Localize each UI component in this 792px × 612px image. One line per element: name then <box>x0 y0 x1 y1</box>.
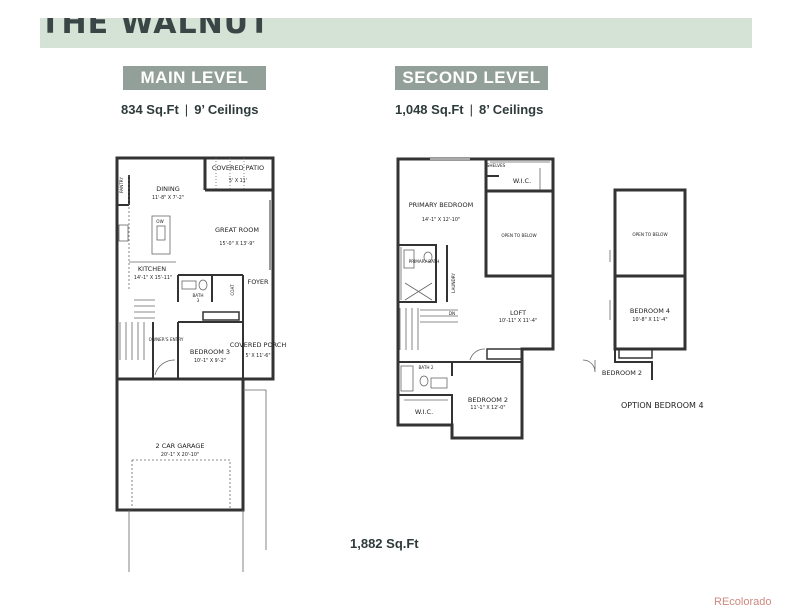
bath3-label: BATH <box>192 293 203 298</box>
laundry-label: LAUNDRY <box>451 273 456 293</box>
covered-patio-label: COVERED PATIO <box>212 164 264 172</box>
main-level-ceilings: 9’ Ceilings <box>194 102 259 117</box>
second-level-ceilings: 8’ Ceilings <box>479 102 544 117</box>
driveway <box>243 389 267 550</box>
stair-treads <box>119 322 145 360</box>
bedroom2-dim: 11'-1" X 12'-0" <box>470 405 505 411</box>
driveway <box>128 510 244 572</box>
main-level-labels: PANTRY DINING 11'-8" X 7'-2" COVERED PAT… <box>119 164 286 458</box>
dining-label: DINING <box>156 185 180 193</box>
toilet <box>419 375 429 387</box>
option-labels: OPEN TO BELOW BEDROOM 4 10'-8" X 11'-4" … <box>602 232 670 377</box>
closet <box>486 348 523 360</box>
bath3-number: 3 <box>197 298 200 303</box>
separator: | <box>184 102 189 117</box>
stair-treads <box>399 308 419 350</box>
patio-door <box>215 158 245 190</box>
loft-dim: 10'-11" X 11'-4" <box>499 318 537 324</box>
stair-treads <box>420 309 458 323</box>
vanity <box>403 249 415 269</box>
closet <box>202 311 240 321</box>
bedroom3-label: BEDROOM 3 <box>190 348 230 356</box>
covered-porch-label: COVERED PORCH <box>230 341 287 349</box>
option-closet <box>618 348 653 359</box>
coat-label: COAT <box>230 284 235 296</box>
kitchen-island <box>151 215 171 255</box>
primary-bath-wall <box>398 270 437 303</box>
option-bedroom2-ref: BEDROOM 2 <box>602 369 642 377</box>
total-sqft: 1,882 Sq.Ft <box>350 536 419 551</box>
title-band: THE WALNUT <box>40 18 752 48</box>
sink <box>156 225 166 241</box>
garage-walls <box>115 377 245 512</box>
watermark: REcolorado <box>714 596 772 608</box>
shelves-label: SHELVES <box>487 163 506 168</box>
option-plan <box>613 188 687 380</box>
separator: | <box>469 102 474 117</box>
second-level-sqft: 1,048 Sq.Ft <box>395 102 464 117</box>
door-swing <box>154 359 176 376</box>
option-open-label: OPEN TO BELOW <box>632 232 667 237</box>
option-bedroom4-dim: 10'-8" X 11'-4" <box>632 317 667 323</box>
dining-dim: 11'-8" X 7'-2" <box>152 195 184 201</box>
great-room-label: GREAT ROOM <box>215 226 259 234</box>
vanity <box>430 377 448 389</box>
open-to-below-label: OPEN TO BELOW <box>501 233 536 238</box>
toilet <box>198 279 208 291</box>
owners-entry-label: OWNER'S ENTRY <box>149 337 184 342</box>
second-level-labels: SHELVES W.I.C. PRIMARY BEDROOM 14'-1" X … <box>409 163 538 416</box>
kitchen-label: KITCHEN <box>138 265 166 273</box>
main-level-sqft: 834 Sq.Ft <box>121 102 179 117</box>
bath2-label: BATH 2 <box>418 365 433 370</box>
wic2-wall <box>398 394 453 425</box>
plan-title: THE WALNUT <box>40 18 271 41</box>
main-level-plan <box>115 156 275 512</box>
second-level-plan <box>396 157 555 440</box>
second-level-tag: SECOND LEVEL <box>395 66 548 90</box>
option-details <box>582 250 611 373</box>
dn-label: DN <box>449 311 455 316</box>
main-level-details <box>118 158 271 572</box>
primary-bath-wall <box>398 244 437 270</box>
main-level-meta: 834 Sq.Ft | 9’ Ceilings <box>121 102 259 117</box>
stair-treads <box>134 299 155 319</box>
covered-porch-dim: 5' X 11'-6" <box>245 353 270 359</box>
bedroom3-dim: 10'-1" X 9'-2" <box>194 358 226 364</box>
range <box>118 224 129 242</box>
option-bedroom4-label: BEDROOM 4 <box>630 307 670 315</box>
vanity <box>181 280 197 290</box>
wic2-label: W.I.C. <box>415 408 433 416</box>
foyer-label: FOYER <box>247 278 269 286</box>
second-level-meta: 1,048 Sq.Ft | 8’ Ceilings <box>395 102 543 117</box>
option-bedroom4-caption: OPTION BEDROOM 4 <box>621 401 704 410</box>
great-room-dim: 15'-0" X 13'-9" <box>219 241 254 247</box>
toilet <box>423 251 433 263</box>
loft-label: LOFT <box>510 309 526 317</box>
primary-bedroom-dim: 14'-1" X 12'-10" <box>422 217 460 223</box>
door-swing <box>582 359 596 373</box>
pantry-label: PANTRY <box>119 177 124 193</box>
closet-rod <box>490 161 550 190</box>
garage-label: 2 CAR GARAGE <box>156 442 205 450</box>
door-swing <box>469 348 486 361</box>
kitchen-dim: 14'-1" X 15'-11" <box>134 275 172 281</box>
tub <box>400 365 414 392</box>
garage-door <box>131 459 231 510</box>
covered-patio-dim: 5' X 11' <box>229 178 247 184</box>
primary-bath-label: PRIMARY BATH <box>409 259 440 264</box>
bedroom2-label: BEDROOM 2 <box>468 396 508 404</box>
garage-dim: 20'-1" X 20'-10" <box>161 452 199 458</box>
primary-bedroom-label: PRIMARY BEDROOM <box>409 201 473 209</box>
open-to-below <box>484 189 555 278</box>
wic-label: W.I.C. <box>513 177 531 185</box>
option-wall <box>614 349 653 380</box>
second-level-details <box>399 158 550 401</box>
tub <box>404 282 433 301</box>
ow-label: OW <box>156 219 163 224</box>
main-level-tag: MAIN LEVEL <box>123 66 266 90</box>
